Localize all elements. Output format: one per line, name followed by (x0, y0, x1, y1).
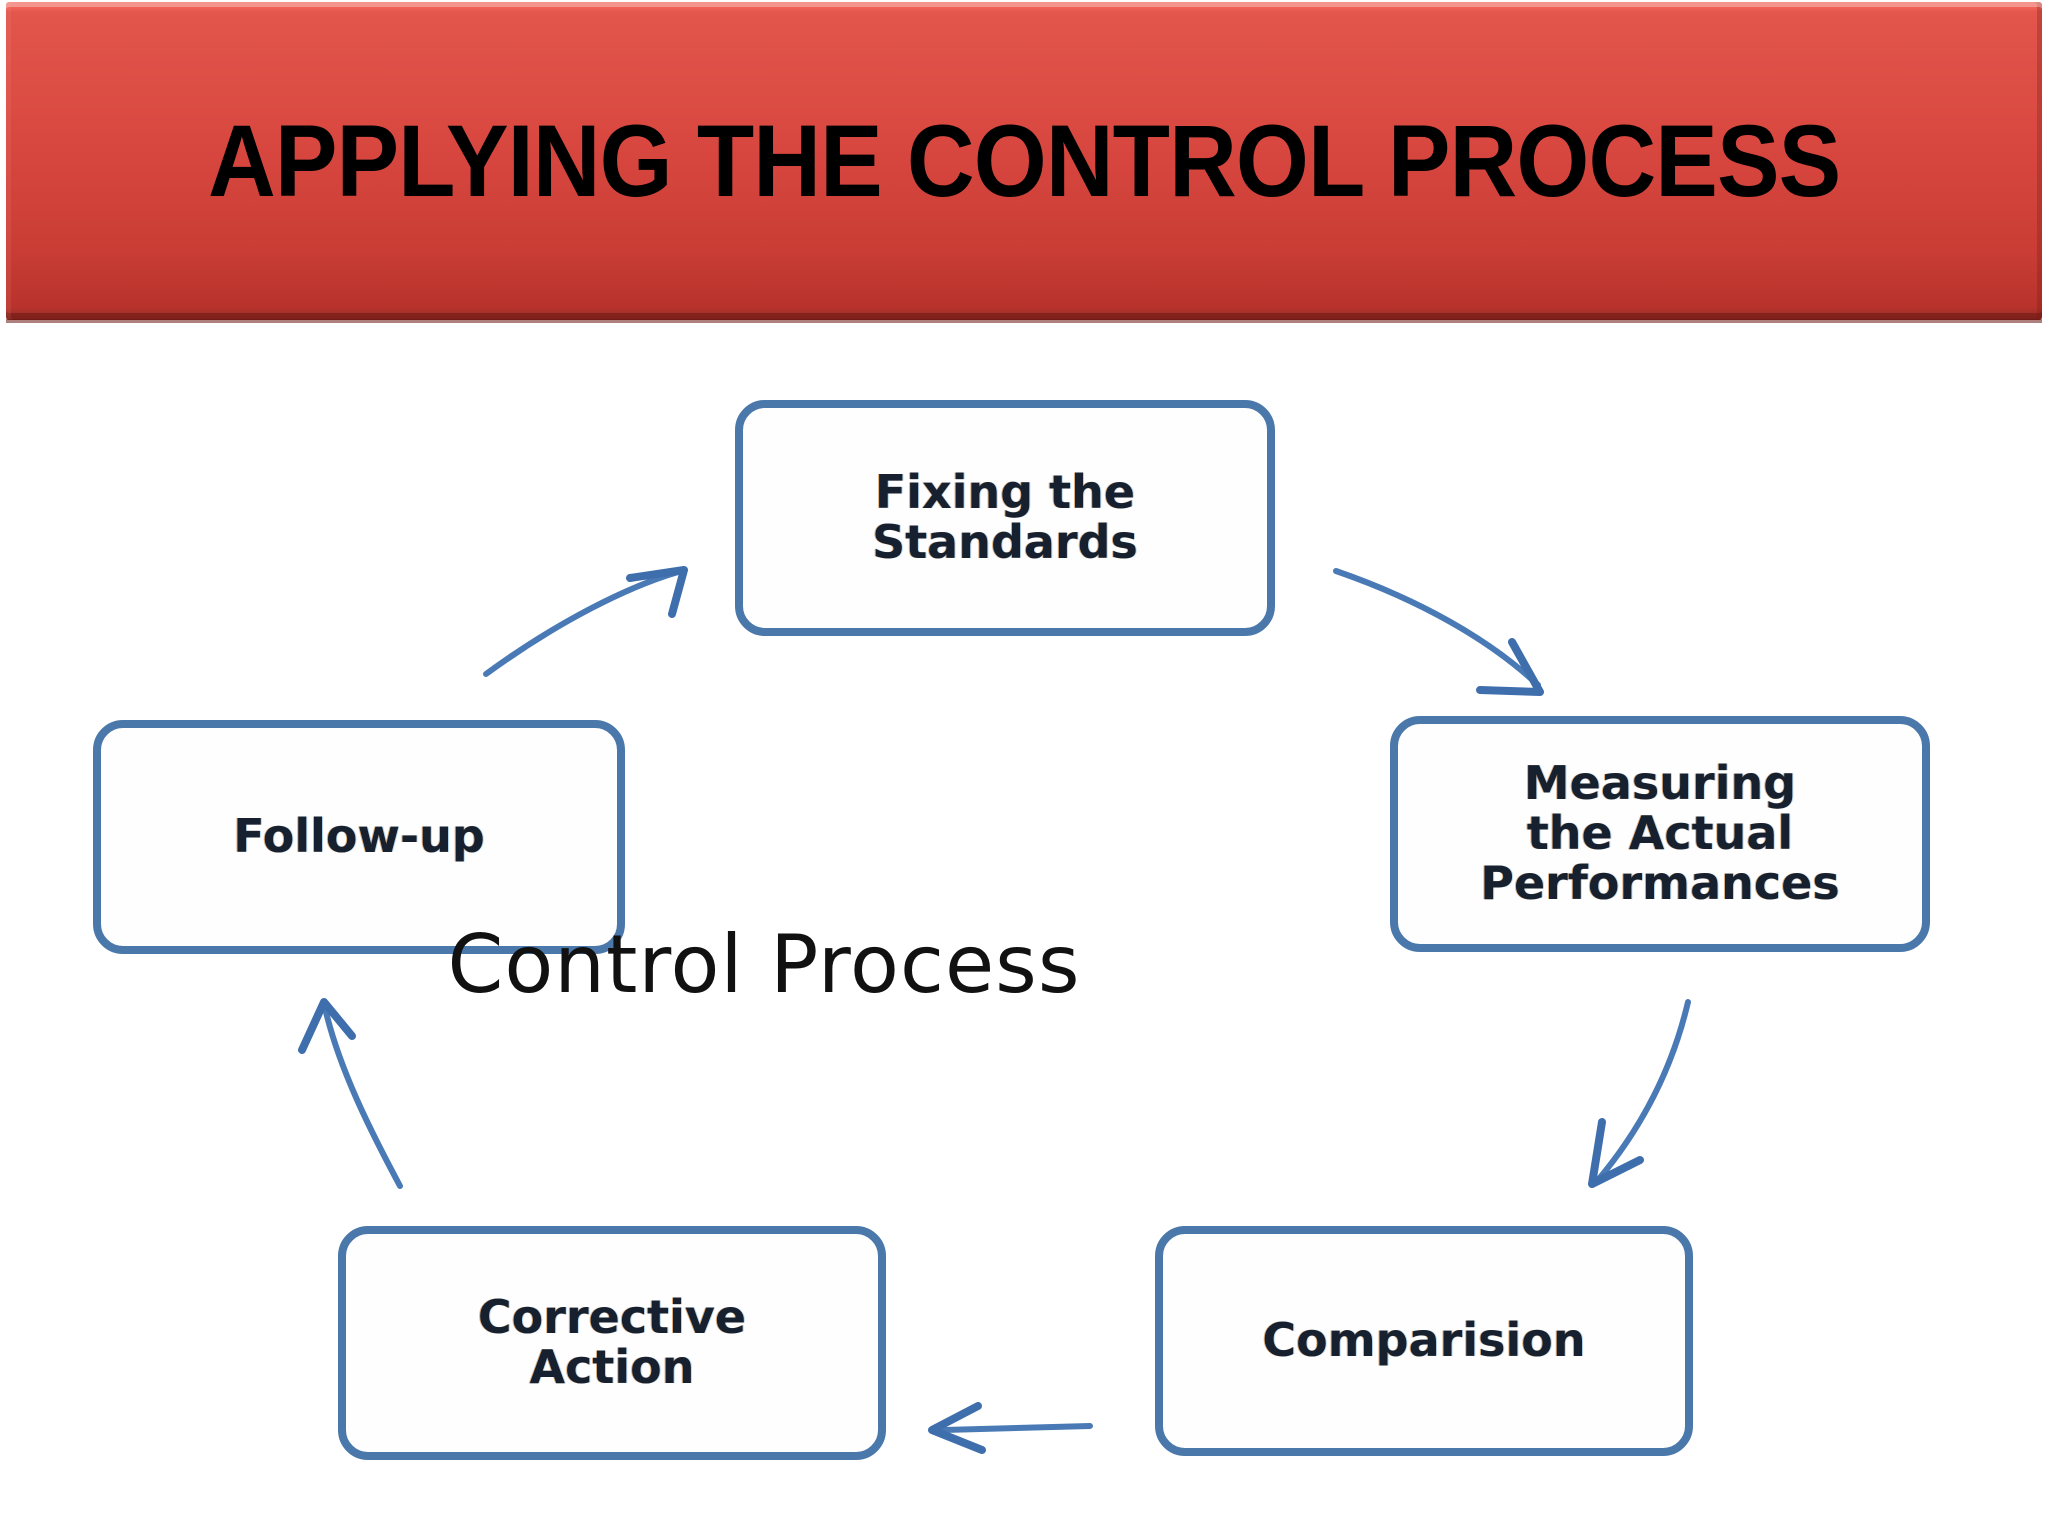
node-corrective-action[interactable]: Corrective Action (338, 1226, 886, 1460)
arrow-fixing-to-measuring (1333, 568, 1544, 696)
arrow-comparison-to-corrective (928, 1402, 1093, 1454)
node-label: Fixing the Standards (872, 465, 1138, 569)
node-label: Follow-up (233, 809, 485, 864)
node-comparision[interactable]: Comparision (1155, 1226, 1693, 1456)
node-measuring-the-actual-performances[interactable]: Measuring the Actual Performances (1390, 716, 1930, 952)
arrow-measuring-to-comparison (1588, 999, 1691, 1188)
diagram-center-label: Control Process (447, 918, 1081, 1011)
arrow-followup-to-fixing (483, 566, 688, 677)
node-fixing-the-standards[interactable]: Fixing the Standards (735, 400, 1275, 636)
page-title: APPLYING THE CONTROL PROCESS (207, 104, 1841, 218)
title-banner: APPLYING THE CONTROL PROCESS (6, 2, 2042, 323)
node-follow-up[interactable]: Follow-up (93, 720, 625, 954)
node-label: Measuring the Actual Performances (1480, 756, 1840, 910)
node-label: Corrective Action (477, 1290, 747, 1394)
node-label: Comparision (1262, 1313, 1586, 1368)
arrow-corrective-to-followup (298, 998, 403, 1189)
